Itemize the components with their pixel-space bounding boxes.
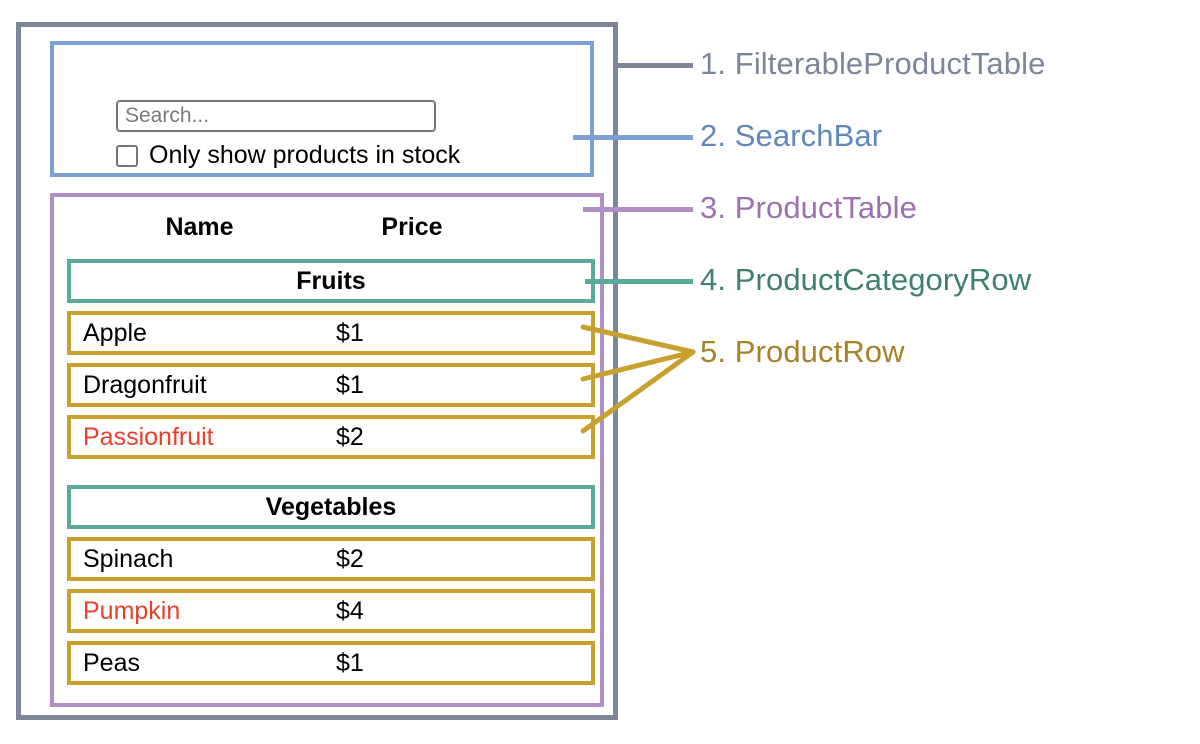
annotation-text: FilterableProductTable (734, 46, 1046, 81)
product-category-row: Fruits (67, 259, 595, 303)
search-input[interactable] (116, 100, 436, 132)
connector-line-2 (573, 135, 693, 140)
product-table: Name Price Fruits Apple $1 Dragonfruit $… (50, 193, 604, 707)
connector-line-4 (585, 279, 693, 284)
annotation-text: ProductRow (734, 334, 905, 369)
annotation-label-5: 5. ProductRow (700, 336, 905, 367)
column-header-name: Name (165, 212, 234, 241)
category-label: Vegetables (265, 492, 397, 521)
annotation-number: 5. (700, 334, 727, 369)
search-bar: Only show products in stock (50, 41, 594, 177)
column-header-price: Price (381, 212, 443, 241)
annotation-number: 4. (700, 262, 727, 297)
product-price: $1 (336, 370, 364, 399)
annotation-text: ProductTable (734, 190, 917, 225)
annotation-label-3: 3. ProductTable (700, 192, 917, 223)
annotation-label-2: 2. SearchBar (700, 120, 882, 151)
product-row: Dragonfruit $1 (67, 363, 595, 407)
product-name: Dragonfruit (83, 370, 207, 399)
product-price: $1 (336, 318, 364, 347)
annotation-label-4: 4. ProductCategoryRow (700, 264, 1031, 295)
product-price: $1 (336, 648, 364, 677)
product-table-header-row: Name Price (67, 205, 595, 249)
product-row: Peas $1 (67, 641, 595, 685)
only-show-in-stock-label: Only show products in stock (149, 141, 461, 169)
product-row: Passionfruit $2 (67, 415, 595, 459)
annotation-number: 2. (700, 118, 727, 153)
annotation-text: SearchBar (734, 118, 883, 153)
product-price: $2 (336, 422, 364, 451)
annotation-number: 3. (700, 190, 727, 225)
product-price: $2 (336, 544, 364, 573)
connector-line-1 (618, 63, 693, 68)
annotation-text: ProductCategoryRow (734, 262, 1032, 297)
connector-line-3 (583, 207, 693, 212)
product-price: $4 (336, 596, 364, 625)
product-name: Pumpkin (83, 596, 181, 625)
product-name: Passionfruit (83, 422, 214, 451)
product-row: Pumpkin $4 (67, 589, 595, 633)
stock-filter-row: Only show products in stock (116, 143, 460, 168)
product-name: Peas (83, 648, 140, 677)
category-label: Fruits (296, 266, 366, 295)
annotation-label-1: 1. FilterableProductTable (700, 48, 1045, 79)
filterable-product-table: Only show products in stock Name Price F… (16, 22, 618, 720)
only-show-in-stock-checkbox[interactable] (116, 144, 138, 167)
annotation-number: 1. (700, 46, 727, 81)
product-row: Apple $1 (67, 311, 595, 355)
product-name: Apple (83, 318, 147, 347)
product-name: Spinach (83, 544, 174, 573)
product-category-row: Vegetables (67, 485, 595, 529)
product-row: Spinach $2 (67, 537, 595, 581)
